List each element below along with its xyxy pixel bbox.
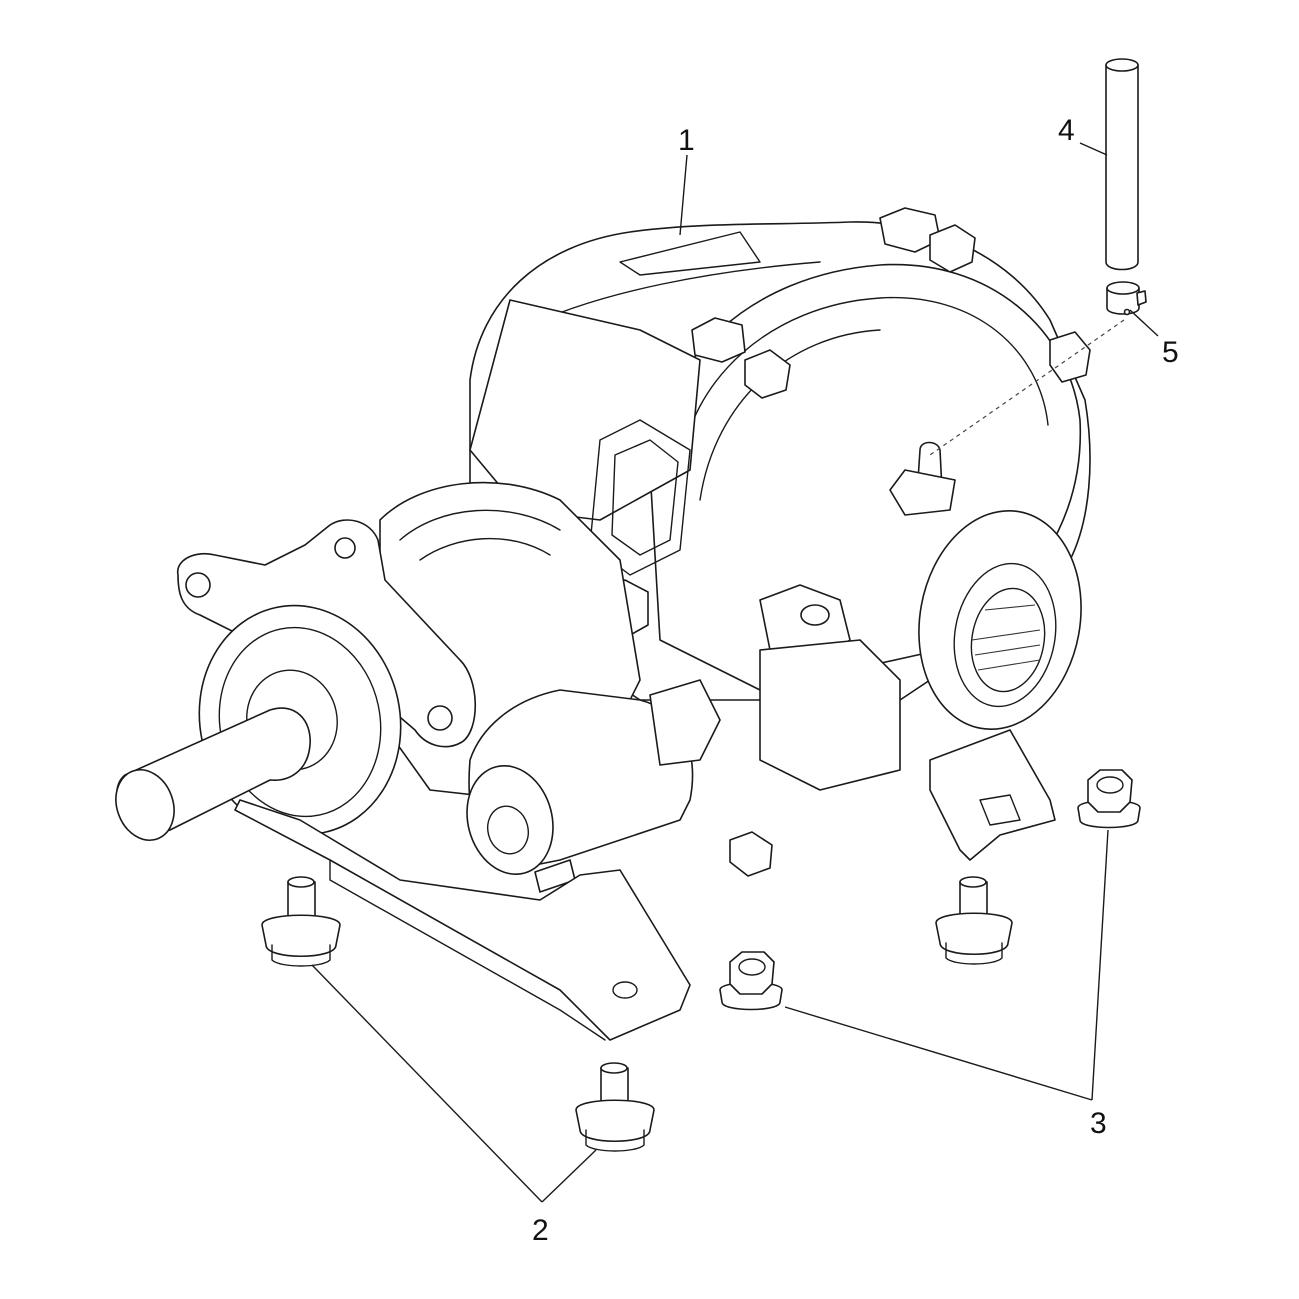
flange-nut-middle bbox=[719, 951, 783, 1011]
leader-lines bbox=[311, 142, 1159, 1203]
callout-3: 3 bbox=[1090, 1107, 1107, 1140]
callout-2: 2 bbox=[532, 1214, 549, 1247]
callout-1: 1 bbox=[678, 124, 695, 157]
vent-tube bbox=[1105, 58, 1139, 271]
flange-nut-right bbox=[1077, 769, 1141, 829]
mounting-bolt-right bbox=[935, 876, 1013, 965]
mounting-bolt-left bbox=[261, 876, 341, 967]
mounting-bolt-bottom bbox=[575, 1062, 655, 1152]
callout-4: 4 bbox=[1058, 114, 1075, 147]
callout-5: 5 bbox=[1162, 336, 1179, 369]
hose-clamp bbox=[1106, 281, 1147, 316]
gearbox-housing bbox=[115, 207, 1091, 1041]
